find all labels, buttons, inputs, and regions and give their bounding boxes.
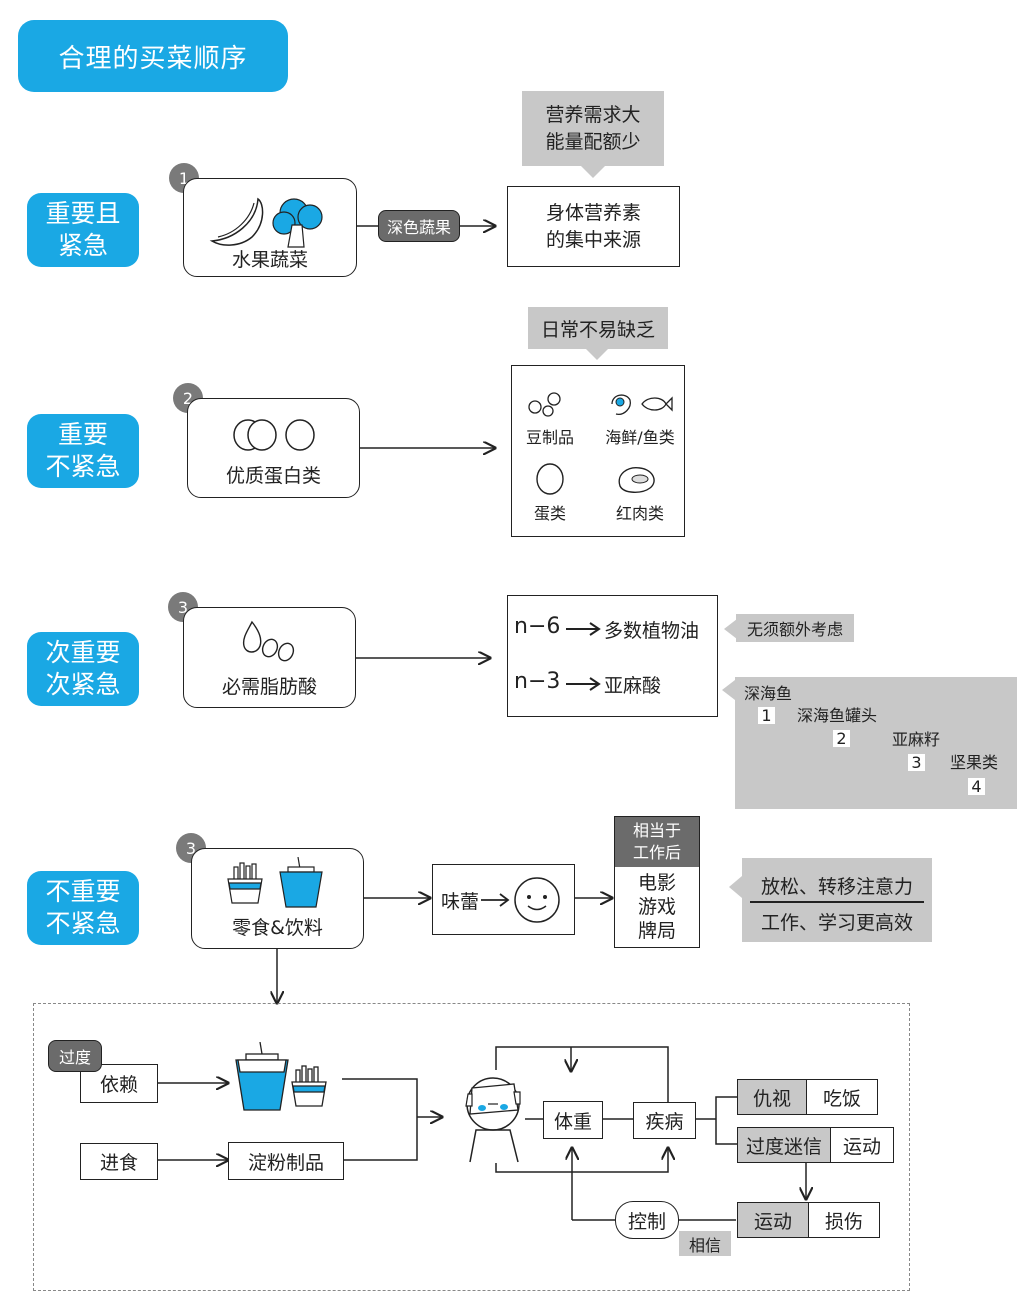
item-red-meat: 红肉类: [615, 504, 664, 523]
believe-tag: 相信: [679, 1231, 731, 1256]
n6-text: 多数植物油: [604, 620, 700, 642]
eggs-icon: [233, 419, 315, 451]
effect-line2: 工作、学习更高效: [760, 912, 913, 934]
smiley-face-icon: [514, 877, 560, 923]
pair-b: 吃饭: [822, 1087, 861, 1110]
after-work-box: 相当于 工作后 电影 游戏 牌局: [614, 816, 700, 948]
arrow-icon: [566, 622, 601, 636]
activity-movie: 电影: [637, 872, 676, 894]
card-label: 优质蛋白类: [225, 465, 321, 487]
n6-label: n−6: [514, 614, 561, 639]
red-meat-icon: [618, 467, 655, 493]
category-line1: 不重要: [45, 877, 121, 906]
activity-cards: 牌局: [637, 920, 676, 942]
stair-rank: 2: [833, 729, 850, 748]
activity-games: 游戏: [637, 896, 676, 918]
note-pointer: [724, 619, 737, 639]
result-line1: 身体营养素: [545, 201, 641, 224]
callout-line1: 营养需求大: [545, 103, 641, 126]
eating-box: 进食: [80, 1143, 158, 1180]
effect-pointer: [729, 876, 742, 898]
category-line1: 重要且: [45, 199, 121, 228]
fries-drink-icon: [227, 857, 323, 908]
disease-box: 疾病: [633, 1102, 696, 1139]
item-seafood: 海鲜/鱼类: [605, 428, 675, 447]
item-soy: 豆制品: [525, 428, 574, 447]
stair-rank: 1: [758, 706, 775, 725]
omega-box: n−6 多数植物油 n−3 亚麻酸: [507, 595, 718, 717]
person-mask-icon: [465, 1077, 521, 1163]
pair-a: 仇视: [738, 1080, 807, 1114]
activities-list: 电影 游戏 牌局: [638, 867, 676, 947]
arrow-icon: [566, 677, 601, 691]
banana-vegetable-icon: [209, 197, 323, 248]
effect-panel: 放松、转移注意力 工作、学习更高效: [742, 858, 932, 942]
dark-vegetable-tag: 深色蔬果: [378, 210, 460, 242]
card-label: 零食&饮料: [232, 917, 323, 939]
control-pill: 控制: [615, 1201, 679, 1239]
drink-fries-icon: [235, 1042, 327, 1111]
n3-text: 亚麻酸: [604, 675, 662, 697]
pair-b: 损伤: [824, 1210, 863, 1233]
protein-sources-box: 豆制品 海鲜/鱼类 蛋类 红肉类: [511, 365, 685, 537]
callout-line2: 能量配额少: [545, 130, 641, 153]
category-line2: 不紧急: [45, 452, 121, 481]
card-label: 水果蔬菜: [231, 249, 308, 271]
starch-products-box: 淀粉制品: [228, 1142, 344, 1180]
soybean-icon: [528, 392, 561, 417]
stair-rank: 4: [968, 777, 985, 796]
stair-item-deep-sea-fish: 深海鱼: [744, 684, 793, 703]
category-important-not-urgent: 重要 不紧急: [27, 414, 139, 488]
page-title: 合理的买菜顺序: [18, 20, 288, 92]
pair-b: 运动: [842, 1135, 881, 1158]
category-line2: 次紧急: [45, 670, 121, 699]
consequence-panel: [33, 1003, 910, 1291]
taste-box: 味蕾: [432, 864, 575, 935]
effect-divider: [750, 901, 924, 903]
callout-rarely-lacking: 日常不易缺乏: [528, 307, 668, 349]
arrow-icon: [481, 893, 510, 907]
egg-icon: [536, 463, 564, 495]
nutrient-source-box: 身体营养素 的集中来源: [507, 186, 680, 267]
stair-item-canned-fish: 深海鱼罐头: [797, 706, 878, 725]
callout-pointer: [585, 348, 609, 360]
weight-box: 体重: [543, 1101, 603, 1139]
stair-rank: 3: [908, 753, 925, 772]
no-extra-consideration-note: 无须额外考虑: [736, 614, 854, 642]
after-work-header: 相当于 工作后: [615, 817, 699, 867]
header-line1: 相当于: [632, 821, 681, 840]
exercise-injury-pair: 运动 损伤: [737, 1202, 880, 1238]
category-line2: 不紧急: [45, 909, 121, 938]
category-line1: 重要: [57, 420, 108, 449]
protein-card: 优质蛋白类: [187, 398, 360, 498]
callout-pointer: [580, 165, 606, 178]
item-egg: 蛋类: [533, 504, 566, 523]
stairs-pointer: [722, 680, 735, 700]
snack-drink-card: 零食&饮料: [191, 848, 364, 949]
fatty-acid-card: 必需脂肪酸: [183, 607, 356, 708]
effect-line1: 放松、转移注意力: [760, 876, 913, 898]
pair-a: 过度迷信: [738, 1128, 831, 1162]
stair-item-nuts: 坚果类: [950, 753, 999, 772]
category-urgent-important: 重要且 紧急: [27, 193, 139, 267]
fruit-vegetable-card: 水果蔬菜: [183, 178, 357, 277]
taste-label: 味蕾: [441, 891, 480, 913]
n3-label: n−3: [514, 669, 561, 694]
shrimp-fish-icon: [611, 394, 673, 415]
excessive-tag: 过度: [48, 1040, 102, 1072]
category-line2: 紧急: [57, 231, 108, 260]
card-label: 必需脂肪酸: [221, 676, 317, 698]
header-line2: 工作后: [632, 843, 681, 862]
category-secondary: 次重要 次紧急: [27, 632, 139, 706]
category-not-important: 不重要 不紧急: [27, 871, 139, 945]
callout-nutrition-demand: 营养需求大 能量配额少: [522, 91, 664, 166]
stair-item-flaxseed: 亚麻籽: [892, 730, 941, 749]
oil-drops-icon: [242, 620, 295, 662]
result-line2: 的集中来源: [545, 228, 641, 251]
hate-eating-pair: 仇视 吃饭: [737, 1079, 878, 1115]
category-line1: 次重要: [45, 638, 121, 667]
pair-a: 运动: [738, 1203, 809, 1237]
superstition-exercise-pair: 过度迷信 运动: [737, 1127, 894, 1163]
